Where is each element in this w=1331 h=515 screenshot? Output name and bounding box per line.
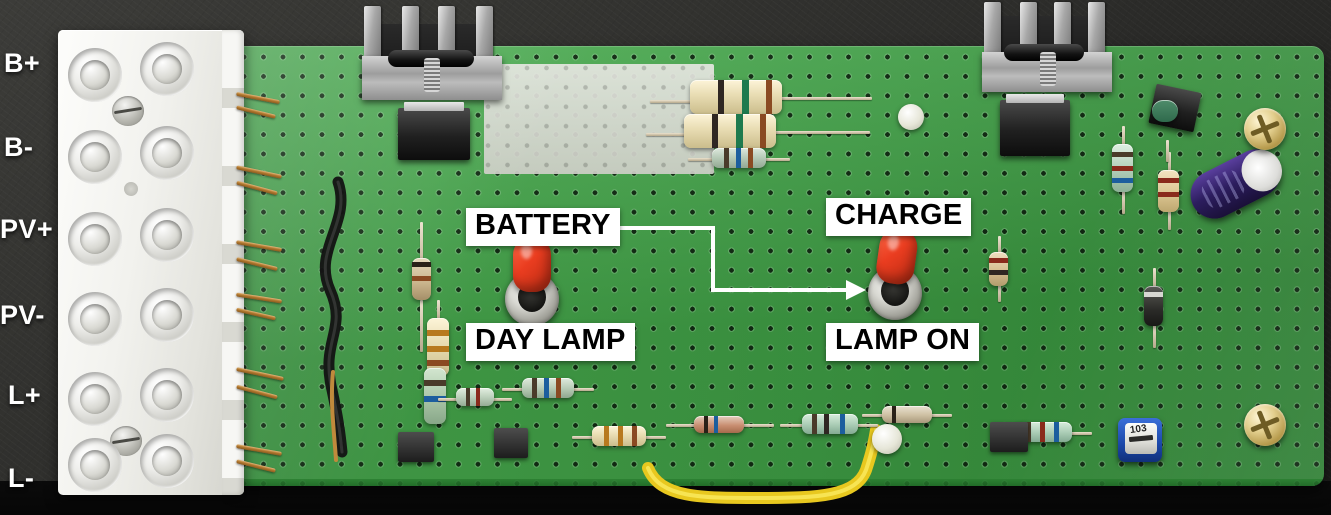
terminal-label-l-minus: L- [8,463,35,493]
terminal-label-b-plus: B+ [4,48,41,78]
terminal-hole-b-minus-b[interactable] [140,126,194,180]
trimpot-marking: 103 [1129,422,1148,437]
callout-lamp-on: LAMP ON [826,323,980,361]
smd-black-right [990,422,1028,452]
terminal-screw-1[interactable] [112,96,144,126]
terminal-label-b-minus: B- [4,132,34,162]
smd-black-mid [494,428,528,458]
terminal-hole-b-minus-a[interactable] [68,130,122,184]
heatsink-right-screw [1040,52,1056,86]
terminal-block-face [58,30,244,495]
screw-terminal-block[interactable] [58,30,244,495]
terminal-hole-l-plus-b[interactable] [140,368,194,422]
transistor-to220-right [1000,94,1070,156]
bracket-hole-texture [484,64,714,174]
terminal-hole-l-minus-b[interactable] [140,434,194,488]
terminal-hole-pv-plus-b[interactable] [140,208,194,262]
mounting-screw-bottom-right [1244,404,1286,446]
metal-bracket-strip [484,64,714,174]
heatsink-left [362,6,502,110]
mounting-screw-top-right [1244,108,1286,150]
terminal-block-ridges [222,30,244,495]
callout-day-lamp: DAY LAMP [466,323,635,361]
terminal-hole-l-minus-a[interactable] [68,438,122,492]
led-day-lamp [505,236,559,326]
trimmer-potentiometer[interactable]: 103 [1118,418,1162,462]
smd-black-left [398,432,434,462]
callout-charge: CHARGE [826,198,972,236]
terminal-label-l-plus: L+ [8,380,42,410]
pcb-bottom-edge [234,479,1324,486]
callout-battery: BATTERY [466,208,620,246]
terminal-hole-b-plus-a[interactable] [68,48,122,102]
terminal-hole-b-plus-b[interactable] [140,42,194,96]
terminal-vent-1 [124,182,138,196]
heatsink-left-screw [424,58,440,92]
clear-led-top [898,104,924,130]
heatsink-right [982,2,1112,106]
terminal-label-pv-plus: PV+ [0,214,53,244]
transistor-to220-left [398,102,470,160]
led-lamp-on [868,225,922,320]
terminal-hole-pv-minus-b[interactable] [140,288,194,342]
terminal-label-pv-minus: PV- [0,300,45,330]
terminal-hole-l-plus-a[interactable] [68,372,122,426]
terminal-hole-pv-minus-a[interactable] [68,292,122,346]
terminal-hole-pv-plus-a[interactable] [68,212,122,266]
clear-led-bottom [872,424,902,454]
heatsink-left-fins [362,6,502,64]
